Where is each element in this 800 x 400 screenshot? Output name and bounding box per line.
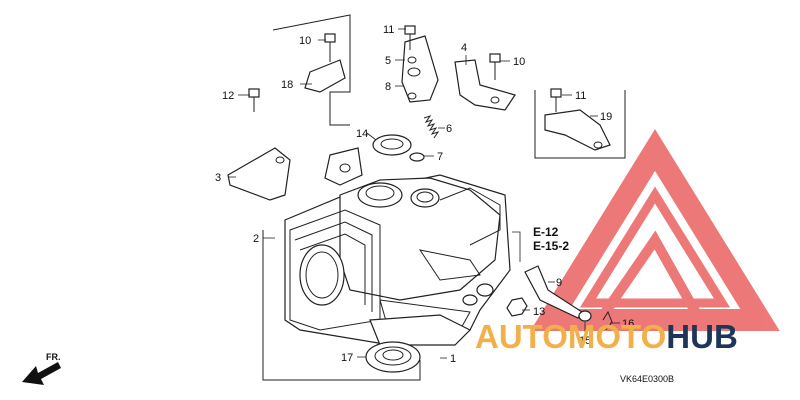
washer-15 (578, 310, 592, 322)
bolt-icon (550, 88, 562, 112)
label-part-4: 4 (461, 42, 467, 54)
watermark-text: AUTOMOTOHUB (475, 318, 738, 355)
label-part-19: 19 (600, 111, 612, 123)
bracket-19-hole (593, 141, 603, 149)
bracket-18 (304, 59, 346, 93)
governor-holder (401, 35, 439, 103)
label-part-15: 15 (579, 335, 591, 347)
diagram-code: VK64E0300B (620, 374, 674, 384)
label-part-9: 9 (556, 277, 562, 289)
bracket-19 (544, 109, 611, 151)
breather-plate (227, 147, 291, 201)
label-part-6: 6 (446, 123, 452, 135)
nut-13 (506, 297, 528, 317)
bolt-icon (248, 88, 260, 112)
pin-16 (602, 310, 613, 331)
oil-seal (372, 134, 412, 156)
bolt-icon (404, 25, 416, 50)
washer (409, 152, 425, 162)
bracket-4-hole (490, 96, 500, 104)
bracket-box-19 (534, 90, 626, 159)
label-part-3: 3 (215, 172, 221, 184)
front-direction-arrow-icon (22, 362, 61, 385)
label-part-18: 18 (281, 79, 293, 91)
label-part-10a: 10 (299, 35, 311, 47)
label-part-12: 12 (222, 90, 234, 102)
bracket-4 (454, 59, 516, 111)
label-part-16: 16 (622, 318, 634, 330)
watermark-logo-icon (530, 129, 780, 331)
label-part-7: 7 (437, 151, 443, 163)
label-part-1: 1 (450, 353, 456, 365)
cylinder-box (262, 230, 421, 381)
bearing (365, 341, 421, 373)
bolt-icon (489, 53, 501, 80)
ref-e15-2: E-15-2 (533, 239, 569, 253)
label-part-10b: 10 (513, 56, 525, 68)
label-part-14: 14 (356, 128, 368, 140)
label-part-11a: 11 (383, 24, 394, 36)
front-direction-label: FR. (46, 352, 61, 362)
bracket-box-18 (272, 14, 351, 126)
label-part-2: 2 (253, 233, 259, 245)
leader-lines (228, 28, 620, 359)
breather-hole (275, 156, 285, 164)
label-part-5: 5 (385, 55, 391, 67)
label-part-13: 13 (533, 306, 545, 318)
ref-e12: E-12 (533, 225, 559, 239)
bolt-icon (324, 33, 336, 62)
spring (423, 115, 440, 139)
label-part-8: 8 (385, 81, 391, 93)
cylinder-block (284, 147, 511, 346)
label-part-11b: 11 (575, 90, 586, 102)
label-part-17: 17 (341, 352, 353, 364)
